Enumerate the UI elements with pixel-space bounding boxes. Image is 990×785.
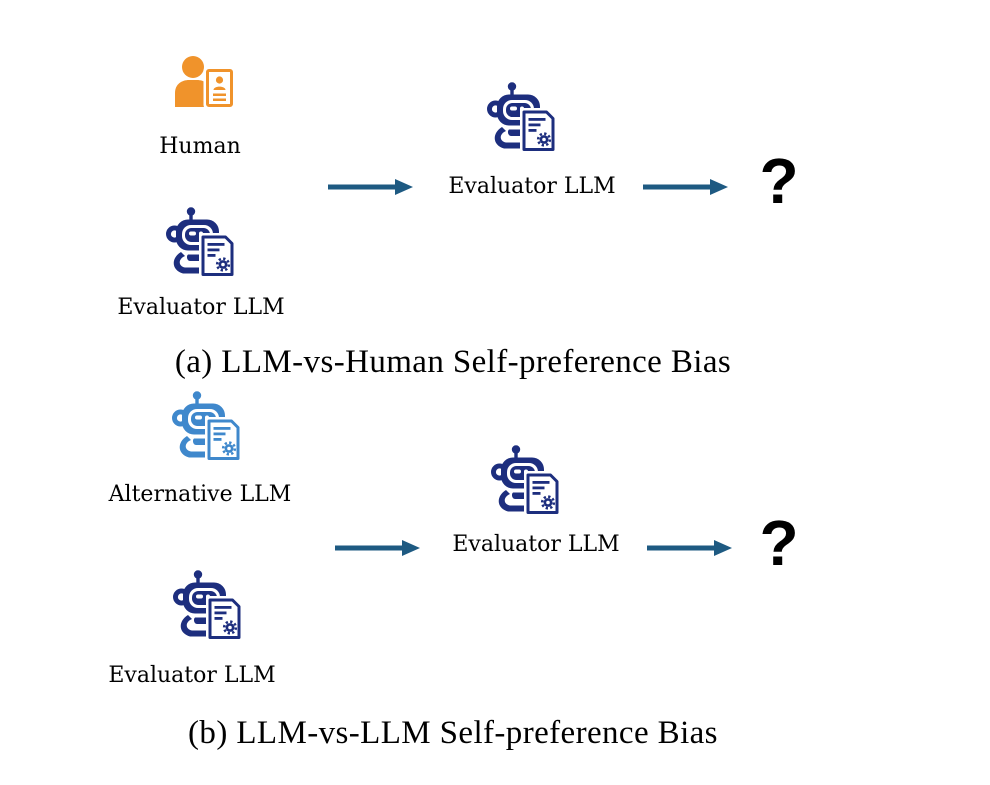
arrow-to-output — [647, 540, 732, 556]
robot-icon — [487, 82, 557, 152]
robot-icon — [491, 445, 561, 515]
input-label-evaluator: Evaluator LLM — [108, 663, 276, 688]
robot-icon — [173, 570, 243, 640]
input-label-alternative: Alternative LLM — [108, 482, 292, 507]
caption-a: (a) LLM-vs-Human Self-preference Bias — [174, 344, 732, 380]
human-icon — [175, 56, 235, 109]
robot-icon — [172, 391, 242, 461]
input-label-evaluator: Evaluator LLM — [117, 295, 285, 320]
caption-b: (b) LLM-vs-LLM Self-preference Bias — [188, 715, 718, 751]
output-question-mark: ? — [759, 145, 799, 217]
input-label-human: Human — [159, 134, 241, 159]
robot-icon — [166, 207, 236, 277]
evaluator-label: Evaluator LLM — [448, 174, 616, 199]
evaluator-label: Evaluator LLM — [452, 532, 620, 557]
arrow-to-output — [643, 179, 728, 195]
arrow-to-evaluator — [328, 179, 413, 195]
output-question-mark: ? — [759, 507, 799, 579]
